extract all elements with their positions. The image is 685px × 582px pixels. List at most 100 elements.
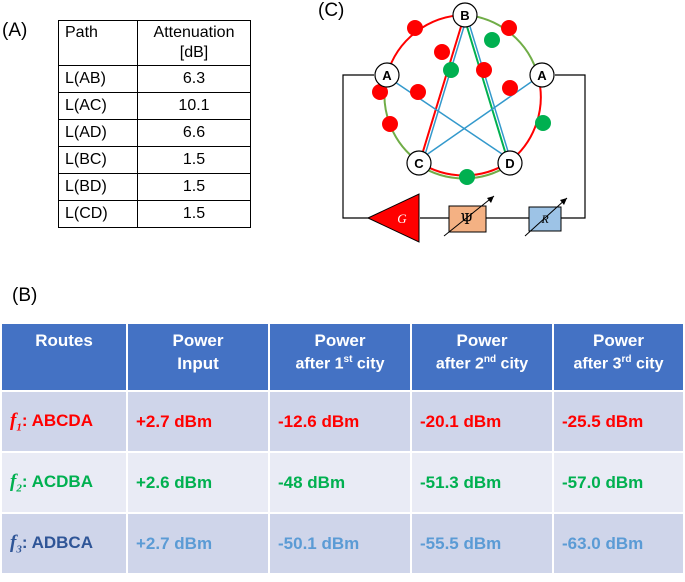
power-input: +2.7 dBm bbox=[126, 390, 270, 453]
header-after-1st-l1: Power bbox=[314, 331, 366, 350]
phase-shifter-label: Ψ bbox=[460, 210, 473, 228]
node-d: D bbox=[497, 150, 523, 176]
att-header-path: Path bbox=[58, 20, 138, 66]
att-path: L(AB) bbox=[58, 65, 138, 93]
panel-label-a: (A) bbox=[2, 20, 28, 41]
att-path: L(AD) bbox=[58, 119, 138, 147]
header-after-1st: Power after 1st city bbox=[268, 322, 412, 392]
header-after-3rd-l2: after 3rd city bbox=[560, 353, 677, 375]
power-table: Routes Power Input Power after 1st city … bbox=[0, 322, 685, 575]
header-after-3rd-text: after 3 bbox=[573, 355, 622, 373]
chord-b-d-blue bbox=[467, 19, 511, 159]
red-dot bbox=[434, 44, 450, 60]
table-row: L(BC)1.5 bbox=[58, 146, 251, 174]
red-dot bbox=[501, 20, 517, 36]
panel-label-b: (B) bbox=[12, 285, 38, 306]
amplifier-icon: G bbox=[366, 193, 420, 243]
chord-b-c-red bbox=[420, 19, 464, 159]
table-row: L(BD)1.5 bbox=[58, 173, 251, 201]
route-cell: f1: ABCDA bbox=[0, 390, 128, 453]
node-c-label: C bbox=[414, 156, 424, 171]
chord-b-c-blue bbox=[423, 19, 467, 159]
header-after-1st-sup: st bbox=[343, 353, 353, 365]
network-diagram: B A A C D G Ψ R bbox=[342, 2, 586, 243]
node-a-left: A bbox=[374, 62, 400, 88]
route-cell: f2: ACDBA bbox=[0, 451, 128, 514]
green-dot bbox=[459, 169, 475, 185]
att-value: 1.5 bbox=[137, 200, 251, 228]
power-input: +2.6 dBm bbox=[126, 451, 270, 514]
table-row: f3: ADBCA +2.7 dBm -50.1 dBm -55.5 dBm -… bbox=[0, 512, 685, 575]
red-dot bbox=[407, 20, 423, 36]
route-f-symbol: f bbox=[10, 531, 17, 553]
route-cell: f3: ADBCA bbox=[0, 512, 128, 575]
header-after-2nd-tail: city bbox=[496, 355, 529, 373]
header-after-2nd-l2: after 2nd city bbox=[418, 353, 546, 375]
power-after-3rd: -63.0 dBm bbox=[552, 512, 685, 575]
power-after-1st: -12.6 dBm bbox=[268, 390, 412, 453]
att-value: 1.5 bbox=[137, 146, 251, 174]
att-value: 6.3 bbox=[137, 65, 251, 93]
header-power-input-l2: Input bbox=[177, 353, 219, 373]
route-name: : ADBCA bbox=[21, 532, 93, 552]
table-row: L(CD)1.5 bbox=[58, 200, 251, 228]
green-dot bbox=[484, 32, 500, 48]
power-after-1st: -50.1 dBm bbox=[268, 512, 412, 575]
red-dot bbox=[476, 62, 492, 78]
power-after-3rd: -57.0 dBm bbox=[552, 451, 685, 514]
table-row: L(AD)6.6 bbox=[58, 119, 251, 147]
att-value: 6.6 bbox=[137, 119, 251, 147]
green-dot bbox=[443, 62, 459, 78]
header-after-3rd-l1: Power bbox=[592, 331, 645, 350]
header-after-1st-l2: after 1st city bbox=[276, 353, 404, 375]
chord-b-d-green bbox=[464, 19, 508, 159]
power-after-1st: -48 dBm bbox=[268, 451, 412, 514]
att-path: L(BD) bbox=[58, 173, 138, 201]
att-value: 10.1 bbox=[137, 92, 251, 120]
node-d-label: D bbox=[505, 156, 514, 171]
node-a-right-label: A bbox=[537, 68, 547, 83]
node-a-right: A bbox=[529, 62, 555, 88]
chord-a-c-blue bbox=[421, 79, 535, 159]
att-path: L(BC) bbox=[58, 146, 138, 174]
header-after-3rd: Power after 3rd city bbox=[552, 322, 685, 392]
header-after-2nd: Power after 2nd city bbox=[410, 322, 554, 392]
route-f-sub: 1 bbox=[16, 421, 22, 434]
red-dot bbox=[382, 116, 398, 132]
att-path: L(AC) bbox=[58, 92, 138, 120]
att-header-attenuation-line1: Attenuation bbox=[153, 24, 235, 41]
att-path: L(CD) bbox=[58, 200, 138, 228]
red-dot bbox=[372, 84, 388, 100]
header-after-2nd-sup: nd bbox=[483, 353, 497, 365]
node-a-left-label: A bbox=[382, 68, 392, 83]
amplifier-label: G bbox=[397, 211, 407, 226]
att-value: 1.5 bbox=[137, 173, 251, 201]
power-after-2nd: -51.3 dBm bbox=[410, 451, 554, 514]
route-f-sub: 3 bbox=[16, 543, 22, 556]
panel-label-c: (C) bbox=[318, 0, 345, 21]
red-dot bbox=[410, 84, 426, 100]
header-routes-label: Routes bbox=[35, 331, 93, 350]
header-after-3rd-tail: city bbox=[631, 355, 664, 373]
node-c: C bbox=[406, 150, 432, 176]
header-after-1st-tail: city bbox=[352, 355, 385, 373]
route-f-symbol: f bbox=[10, 470, 17, 492]
power-after-2nd: -55.5 dBm bbox=[410, 512, 554, 575]
header-after-2nd-l1: Power bbox=[456, 331, 508, 350]
power-input: +2.7 dBm bbox=[126, 512, 270, 575]
power-table-header: Routes Power Input Power after 1st city … bbox=[0, 322, 685, 392]
table-row: L(AC)10.1 bbox=[58, 92, 251, 120]
header-after-2nd-text: after 2 bbox=[435, 355, 484, 373]
table-row: L(AB)6.3 bbox=[58, 65, 251, 93]
feedback-wire-right bbox=[555, 74, 586, 219]
green-dot bbox=[535, 115, 551, 131]
header-after-3rd-sup: rd bbox=[621, 353, 632, 365]
power-after-3rd: -25.5 dBm bbox=[552, 390, 685, 453]
table-row: f2: ACDBA +2.6 dBm -48 dBm -51.3 dBm -57… bbox=[0, 451, 685, 514]
att-header-attenuation-line2: [dB] bbox=[179, 44, 209, 61]
header-power-input: Power Input bbox=[126, 322, 270, 392]
att-header-attenuation: Attenuation [dB] bbox=[137, 20, 251, 66]
power-after-2nd: -20.1 dBm bbox=[410, 390, 554, 453]
phase-shifter-icon: Ψ bbox=[443, 195, 495, 237]
route-name: : ACDBA bbox=[21, 471, 93, 491]
